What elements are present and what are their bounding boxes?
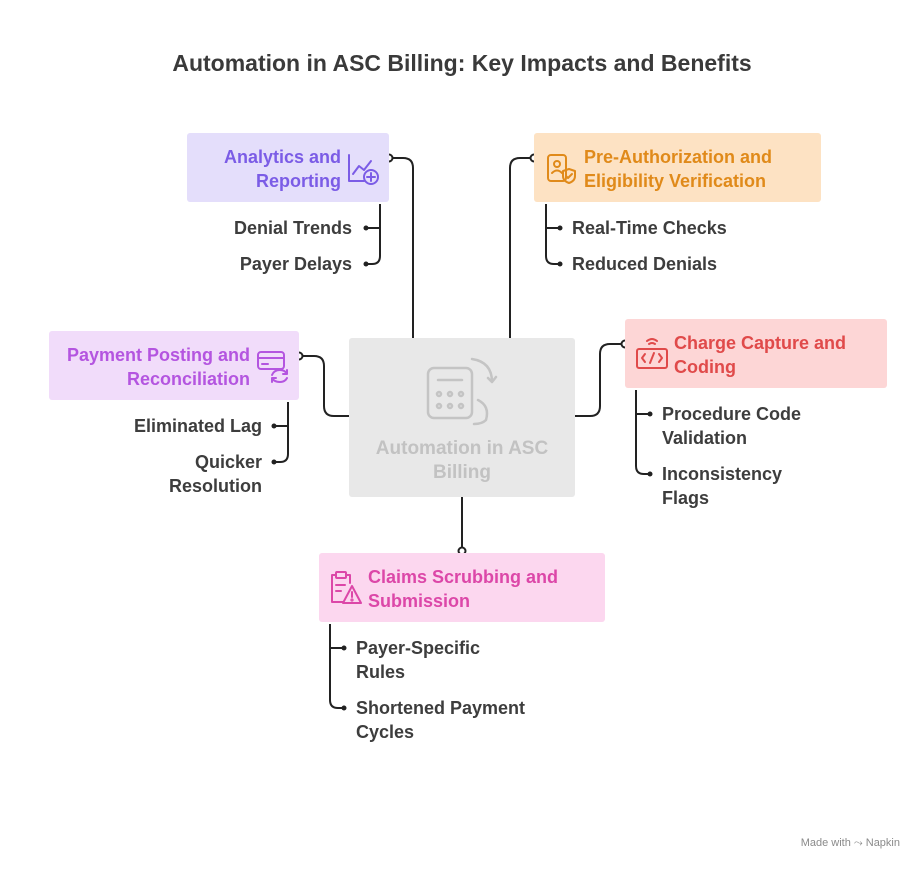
payment-title: Payment Posting and Reconciliation — [66, 345, 250, 389]
napkin-watermark: Made with ⤳ Napkin — [800, 837, 900, 849]
claims-item-2: Shortened Payment Cycles — [356, 698, 526, 742]
chart-plus-icon — [348, 154, 379, 185]
connector-charge — [575, 343, 625, 417]
preauth-box — [534, 133, 821, 202]
diagram-title: Automation in ASC Billing: Key Impacts a… — [172, 50, 752, 76]
payment-item-1: Eliminated Lag — [133, 416, 262, 436]
preauth-title: Pre-Authorization and Eligibility Verifi… — [584, 147, 772, 191]
connector-payment — [299, 355, 349, 417]
clipboard-warning-icon — [331, 571, 362, 604]
charge-item-2: Inconsistency Flags — [662, 464, 783, 508]
code-scan-icon — [636, 338, 668, 369]
claims-box — [319, 553, 605, 622]
bracket-analytics — [366, 204, 381, 265]
connector-analytics — [389, 157, 414, 338]
charge-title: Charge Capture and Coding — [674, 333, 847, 377]
charge-box — [625, 319, 887, 388]
bracket-payment — [274, 402, 289, 463]
bracket-charge — [635, 390, 650, 475]
card-sync-icon — [257, 351, 288, 383]
center-label: Automation in ASC Billing — [375, 438, 549, 483]
preauth-item-1: Real-Time Checks — [572, 218, 727, 238]
connector-preauth — [509, 157, 534, 338]
analytics-item-2: Payer Delays — [239, 254, 352, 274]
analytics-title: Analytics and Reporting — [223, 147, 341, 191]
id-card-shield-icon — [547, 154, 576, 184]
bracket-claims — [329, 624, 344, 709]
claims-item-1: Payer-Specific Rules — [356, 638, 481, 682]
preauth-item-2: Reduced Denials — [572, 254, 718, 274]
analytics-box — [187, 133, 389, 202]
bracket-preauth — [545, 204, 560, 265]
payment-item-2: Quicker Resolution — [169, 452, 262, 496]
analytics-item-1: Denial Trends — [233, 218, 352, 238]
calendar-refresh-icon — [426, 357, 498, 426]
charge-item-1: Procedure Code Validation — [662, 404, 802, 448]
claims-title: Claims Scrubbing and Submission — [368, 567, 559, 611]
